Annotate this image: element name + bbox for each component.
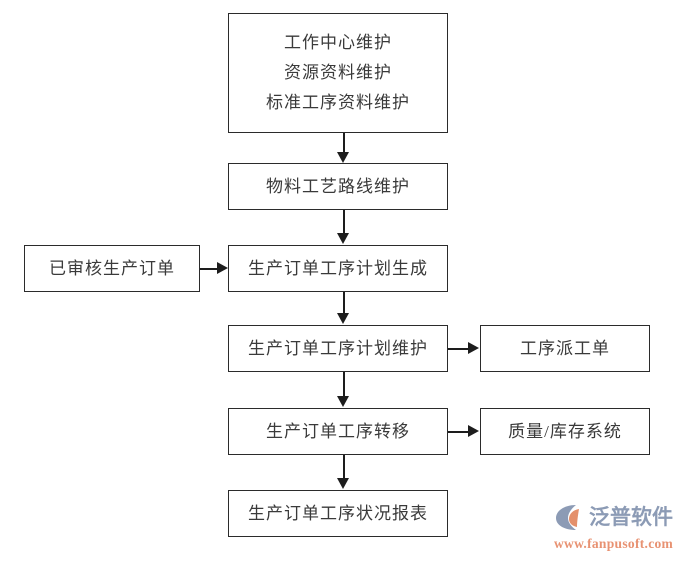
node-approved-order[interactable]: 已审核生产订单 xyxy=(24,245,200,292)
node-basic-data[interactable]: 工作中心维护 资源资料维护 标准工序资料维护 xyxy=(228,13,448,133)
node-plan-maintain-label: 生产订单工序计划维护 xyxy=(248,338,428,358)
watermark-url: www.fanpusoft.com xyxy=(554,536,674,551)
node-status-report[interactable]: 生产订单工序状况报表 xyxy=(228,490,448,537)
arrow-material-route-to-plan-generate xyxy=(337,210,351,245)
watermark-brand: 泛普软件 xyxy=(589,504,673,529)
arrow-process-transfer-to-quality-inventory xyxy=(448,425,480,439)
node-material-route[interactable]: 物料工艺路线维护 xyxy=(228,163,448,210)
node-quality-inventory[interactable]: 质量/库存系统 xyxy=(480,408,650,455)
node-dispatch-order[interactable]: 工序派工单 xyxy=(480,325,650,372)
node-plan-generate-label: 生产订单工序计划生成 xyxy=(248,258,428,278)
node-dispatch-order-label: 工序派工单 xyxy=(520,338,610,358)
arrow-basic-data-to-material-route xyxy=(337,133,351,163)
arrow-plan-maintain-to-process-transfer xyxy=(337,372,351,408)
node-process-transfer-label: 生产订单工序转移 xyxy=(266,421,410,441)
node-process-transfer[interactable]: 生产订单工序转移 xyxy=(228,408,448,455)
node-material-route-label: 物料工艺路线维护 xyxy=(266,176,410,196)
fanpu-logo-icon xyxy=(556,505,579,530)
node-status-report-label: 生产订单工序状况报表 xyxy=(248,503,428,523)
node-basic-data-line2: 资源资料维护 xyxy=(284,63,392,83)
node-approved-order-label: 已审核生产订单 xyxy=(49,258,175,278)
node-plan-maintain[interactable]: 生产订单工序计划维护 xyxy=(228,325,448,372)
node-basic-data-line1: 工作中心维护 xyxy=(284,33,392,53)
node-plan-generate[interactable]: 生产订单工序计划生成 xyxy=(228,245,448,292)
node-quality-inventory-label: 质量/库存系统 xyxy=(508,421,622,441)
arrow-process-transfer-to-status-report xyxy=(337,455,351,490)
arrow-plan-maintain-to-dispatch-order xyxy=(448,342,480,356)
node-basic-data-line3: 标准工序资料维护 xyxy=(266,92,410,112)
watermark: 泛普软件 www.fanpusoft.com xyxy=(552,500,691,556)
arrow-approved-order-to-plan-generate xyxy=(200,262,228,276)
arrow-plan-generate-to-plan-maintain xyxy=(337,292,351,325)
